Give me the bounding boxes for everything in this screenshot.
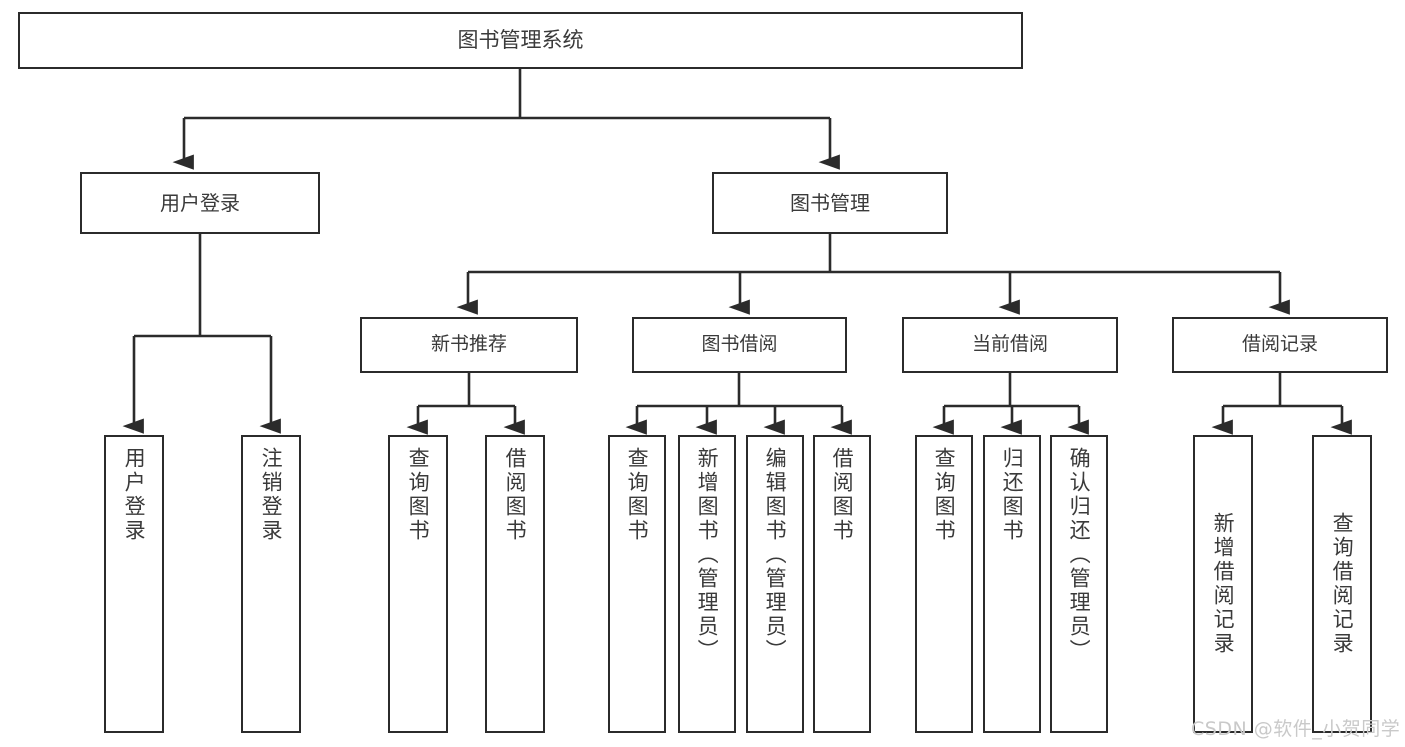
node-label: 查询图书	[406, 447, 431, 543]
edges-borrow-record-to-leaves	[1211, 373, 1352, 435]
node-user-login[interactable]: 用户登录	[80, 172, 320, 234]
node-leaf-add-book-admin[interactable]: 新增图书（管理员）	[678, 435, 736, 733]
node-leaf-edit-book-admin[interactable]: 编辑图书（管理员）	[746, 435, 804, 733]
node-label: 编辑图书（管理员）	[763, 447, 788, 663]
edges-book-borrow-to-leaves	[625, 373, 852, 435]
node-root-system[interactable]: 图书管理系统	[18, 12, 1023, 69]
node-leaf-borrow-book-2[interactable]: 借阅图书	[813, 435, 871, 733]
node-label: 查询图书	[932, 447, 957, 543]
node-label: 新书推荐	[430, 333, 507, 356]
node-leaf-query-book-2[interactable]: 查询图书	[608, 435, 666, 733]
edges-book-manage-to-level3	[456, 234, 1290, 315]
node-new-book-recommend[interactable]: 新书推荐	[360, 317, 578, 373]
node-label: 图书借阅	[701, 333, 778, 356]
node-leaf-add-borrow-record[interactable]: 新增借阅记录	[1193, 435, 1253, 733]
edges-root-to-level2	[172, 69, 840, 170]
node-label: 图书管理	[790, 190, 870, 215]
edges-user-login-to-leaves	[122, 234, 281, 434]
node-label: 借阅图书	[830, 447, 855, 543]
node-leaf-user-login[interactable]: 用户登录	[104, 435, 164, 733]
node-label: 用户登录	[160, 190, 240, 215]
edges-new-book-recommend-to-leaves	[406, 373, 525, 435]
node-label: 图书管理系统	[457, 28, 584, 53]
node-book-borrow[interactable]: 图书借阅	[632, 317, 847, 373]
node-book-manage[interactable]: 图书管理	[712, 172, 948, 234]
node-label: 注销登录	[259, 447, 284, 543]
node-leaf-query-borrow-record[interactable]: 查询借阅记录	[1312, 435, 1372, 733]
node-leaf-confirm-return-admin[interactable]: 确认归还（管理员）	[1050, 435, 1108, 733]
node-leaf-borrow-book-1[interactable]: 借阅图书	[485, 435, 545, 733]
watermark: CSDN @软件_小贺同学	[1191, 718, 1401, 740]
node-label: 当前借阅	[971, 333, 1048, 356]
node-leaf-query-book-1[interactable]: 查询图书	[388, 435, 448, 733]
edges-current-borrow-to-leaves	[932, 373, 1089, 435]
node-label: 新增图书（管理员）	[695, 447, 720, 663]
node-label: 借阅记录	[1241, 333, 1318, 356]
node-label: 新增借阅记录	[1211, 512, 1236, 656]
node-label: 用户登录	[122, 447, 147, 543]
node-label: 查询图书	[625, 447, 650, 543]
node-leaf-query-book-3[interactable]: 查询图书	[915, 435, 973, 733]
node-borrow-record[interactable]: 借阅记录	[1172, 317, 1388, 373]
node-label: 确认归还（管理员）	[1067, 447, 1092, 663]
node-label: 借阅图书	[503, 447, 528, 543]
node-leaf-logout[interactable]: 注销登录	[241, 435, 301, 733]
node-leaf-return-book[interactable]: 归还图书	[983, 435, 1041, 733]
node-label: 归还图书	[1000, 447, 1025, 543]
node-label: 查询借阅记录	[1330, 512, 1355, 656]
node-current-borrow[interactable]: 当前借阅	[902, 317, 1118, 373]
